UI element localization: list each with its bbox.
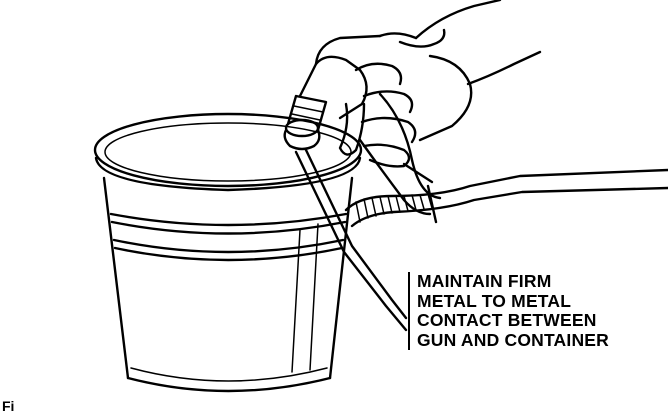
hose-collar (428, 186, 436, 222)
bucket-band-mid (114, 240, 343, 252)
callout-text: MAINTAIN FIRM METAL TO METAL CONTACT BET… (408, 272, 609, 350)
gun-nozzle-body (288, 96, 326, 130)
gun-handle-back (360, 140, 430, 214)
figure-mark: Fi (2, 398, 14, 414)
callout-line-1: MAINTAIN FIRM (417, 272, 609, 292)
bucket-shade-1 (292, 230, 300, 372)
bucket-band-mid-2 (115, 248, 342, 260)
hand-knuckle (380, 33, 416, 38)
gun-nozzle-ring (286, 120, 318, 136)
bucket-rim-outer (95, 114, 361, 186)
bucket-bottom-bead (131, 368, 327, 381)
callout-line-4: GUN AND CONTAINER (417, 331, 609, 351)
hand-wrist-bottom (468, 52, 540, 84)
hand-palm (420, 56, 471, 140)
bucket-band-top-2 (112, 222, 345, 234)
callout-line-3: CONTACT BETWEEN (417, 311, 609, 331)
hand-wrist-top (416, 0, 500, 38)
bucket-rim-inner (105, 123, 351, 181)
spray-gun-icon (285, 36, 440, 214)
bucket-icon (95, 114, 361, 391)
bucket-bottom (128, 378, 330, 391)
hand-icon (356, 0, 540, 166)
bucket-left-side (104, 178, 128, 378)
gun-top (316, 36, 380, 64)
callout-line-2: METAL TO METAL (417, 292, 609, 312)
hose-icon (346, 170, 668, 226)
bucket-band-top (111, 214, 346, 225)
